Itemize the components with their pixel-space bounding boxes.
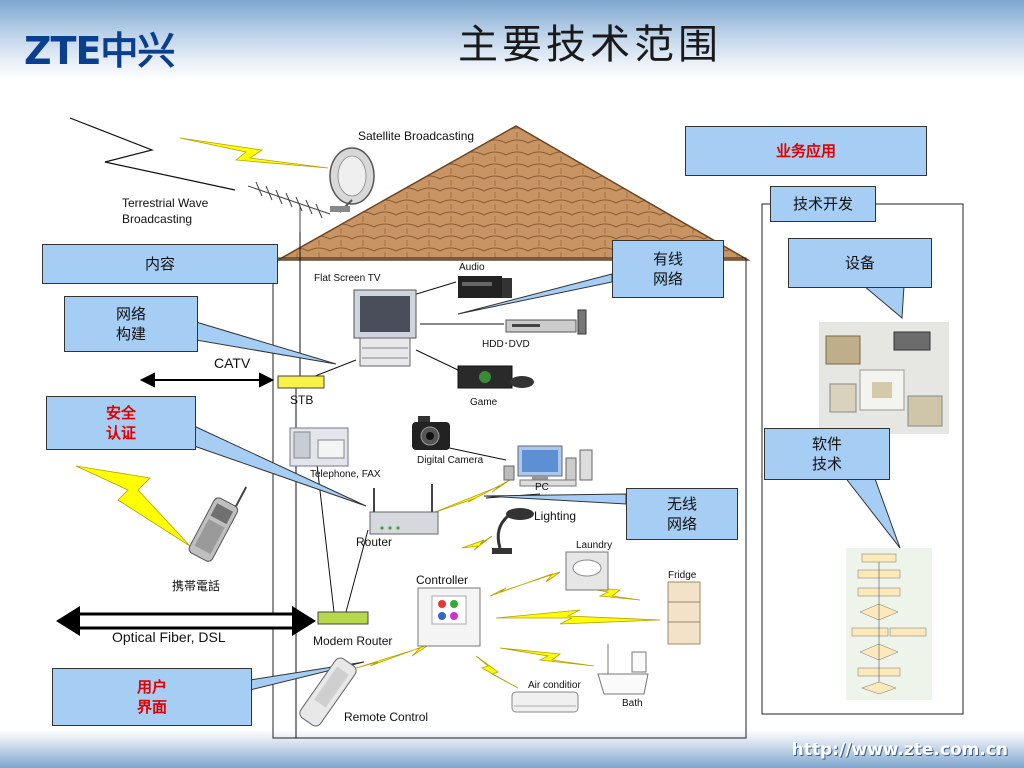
- label-catv: CATV: [214, 355, 251, 371]
- header-band: [0, 0, 1024, 80]
- label-bath: Bath: [622, 698, 643, 709]
- satellite-dish-icon: [329, 147, 375, 213]
- label-hdd-dvd: HDD･DVD: [482, 339, 530, 350]
- label-optical: Optical Fiber, DSL: [112, 629, 226, 645]
- callout-software-tech: 软件 技术: [764, 428, 890, 480]
- digital-camera-icon: [412, 416, 450, 450]
- terrestrial-wave: [69, 117, 236, 191]
- callout-equipment: 设备: [788, 238, 932, 288]
- label-pc: PC: [535, 482, 549, 493]
- hdd-dvd-icon: [505, 309, 587, 335]
- label-terrestrial: Terrestrial Wave Broadcasting: [122, 196, 209, 226]
- callout-business-app: 业务应用: [685, 126, 927, 176]
- laundry-icon: [565, 551, 609, 591]
- label-air-conditioner: Air conditior: [528, 680, 581, 691]
- label-satellite: Satellite Broadcasting: [358, 129, 475, 143]
- stb-box: [277, 375, 325, 389]
- telephone-fax-icon: [289, 427, 349, 467]
- label-mobile-phone: 携帯電話: [172, 579, 221, 593]
- label-game: Game: [470, 397, 498, 408]
- footer-url: http://www.zte.com.cn: [791, 740, 1008, 760]
- label-fridge: Fridge: [668, 570, 697, 581]
- label-flat-tv: Flat Screen TV: [314, 273, 381, 284]
- pc-icon: [503, 445, 593, 487]
- label-digital-camera: Digital Camera: [417, 455, 484, 466]
- software-flowchart-image: [846, 548, 932, 700]
- label-lighting: Lighting: [534, 509, 577, 523]
- flat-tv-icon: [353, 289, 417, 367]
- remote-control-icon: [299, 657, 357, 727]
- modem-router-box: [317, 611, 369, 625]
- lighting-icon: [492, 508, 534, 554]
- optical-fiber-arrow: [56, 606, 316, 636]
- bath-icon: [597, 644, 649, 695]
- router-icon: [369, 484, 439, 535]
- house-roof: [275, 125, 751, 261]
- callout-wireless-network: 无线 网络: [626, 488, 738, 540]
- label-modem-router: Modem Router: [313, 634, 393, 648]
- controller-icon: [417, 587, 481, 647]
- label-audio: Audio: [459, 262, 485, 273]
- catv-arrow: [139, 372, 275, 388]
- page-title: 主要技术范围: [458, 22, 722, 68]
- label-remote: Remote Control: [344, 710, 429, 724]
- label-stb: STB: [290, 393, 314, 407]
- callout-content: 内容: [42, 244, 278, 284]
- callout-user-interface: 用户 界面: [52, 668, 252, 726]
- fridge-icon: [667, 581, 701, 645]
- tv-antenna-icon: [247, 181, 331, 232]
- zte-logo: ZTE中兴: [24, 29, 175, 73]
- label-laundry: Laundry: [576, 540, 613, 551]
- game-console-icon: [457, 365, 534, 389]
- house-outline: [272, 257, 747, 739]
- callout-tech-dev: 技术开发: [770, 186, 876, 222]
- label-router: Router: [356, 535, 393, 549]
- equipment-image: [819, 322, 949, 434]
- label-controller: Controller: [416, 573, 469, 587]
- lightning-bolts: [75, 137, 661, 689]
- wiring-lines: [295, 232, 541, 738]
- footer-band: [0, 730, 1024, 768]
- audio-icon: [458, 276, 512, 298]
- callout-network-build: 网络 构建: [64, 296, 198, 352]
- callout-security-auth: 安全 认证: [46, 396, 196, 450]
- air-conditioner-icon: [511, 691, 579, 713]
- callout-wired-network: 有线 网络: [612, 240, 724, 298]
- mobile-phone-icon: [188, 486, 248, 562]
- label-telephone-fax: Telephone, FAX: [310, 469, 381, 480]
